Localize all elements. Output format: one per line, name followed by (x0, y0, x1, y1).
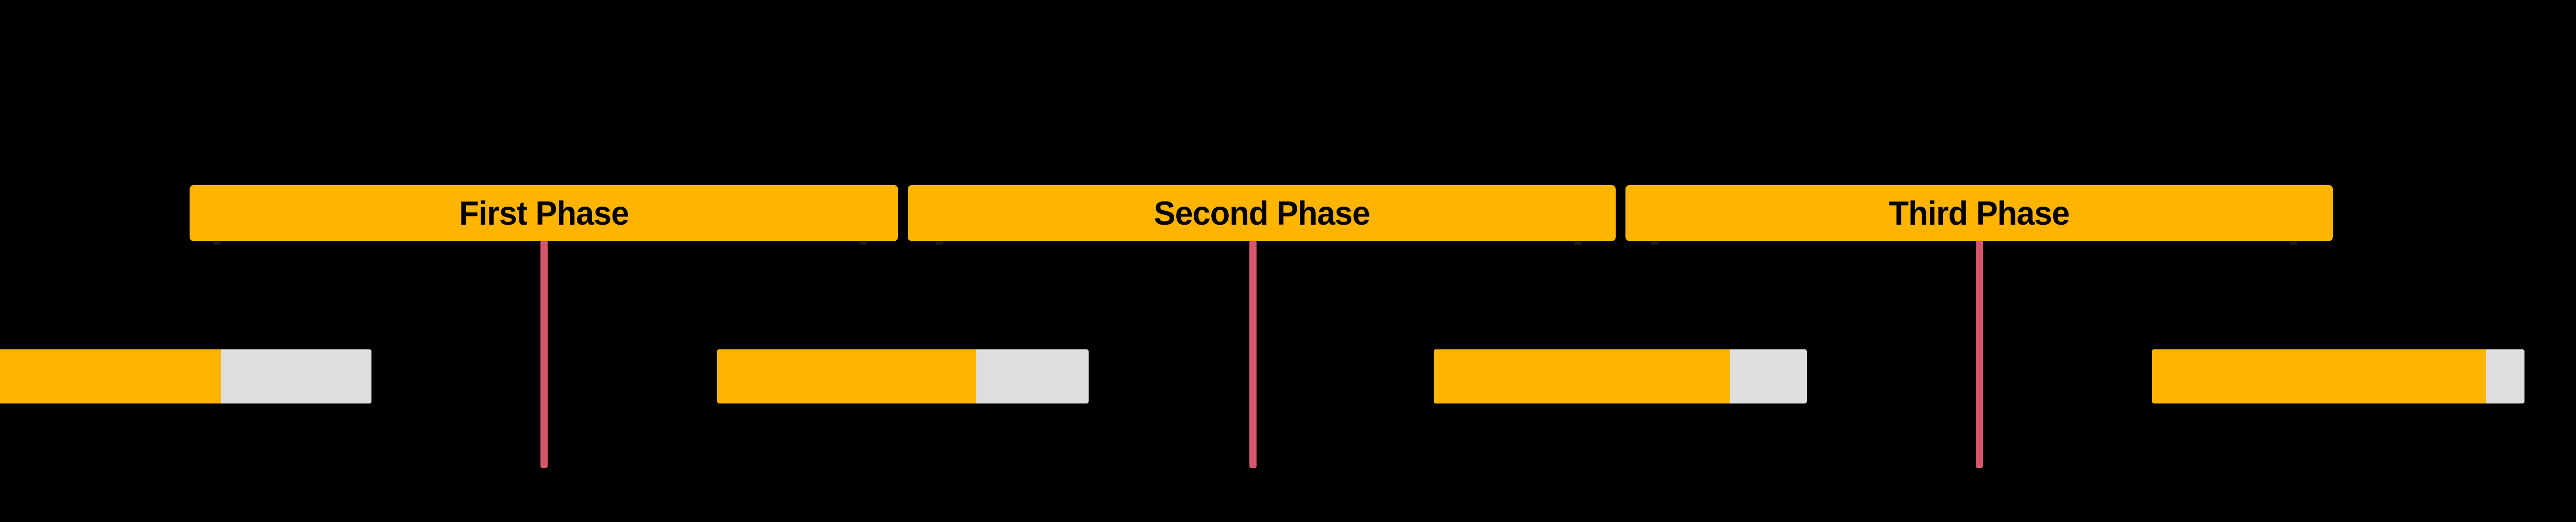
progress-track-2 (717, 349, 1089, 403)
phase-label-second: Second Phase (1154, 194, 1370, 232)
axis-tick (859, 241, 867, 245)
milestone-line-first (540, 241, 548, 468)
axis-tick (2290, 241, 2297, 245)
axis-tick (1651, 241, 1658, 245)
phase-bar-first: First Phase (190, 185, 898, 241)
progress-track-1 (0, 349, 371, 403)
phase-label-first: First Phase (459, 194, 629, 232)
axis-tick (213, 241, 221, 245)
axis-tick (1574, 241, 1582, 245)
axis-tick (936, 241, 943, 245)
progress-fill-1 (0, 349, 221, 403)
progress-track-4 (2152, 349, 2524, 403)
phase-bar-third: Third Phase (1625, 185, 2333, 241)
progress-track-3 (1434, 349, 1807, 403)
progress-fill-3 (1434, 349, 1730, 403)
milestone-line-third (1976, 241, 1983, 468)
progress-fill-4 (2152, 349, 2486, 403)
milestone-line-second (1249, 241, 1257, 468)
progress-fill-2 (717, 349, 977, 403)
phase-bar-second: Second Phase (908, 185, 1616, 241)
phase-label-third: Third Phase (1889, 194, 2070, 232)
